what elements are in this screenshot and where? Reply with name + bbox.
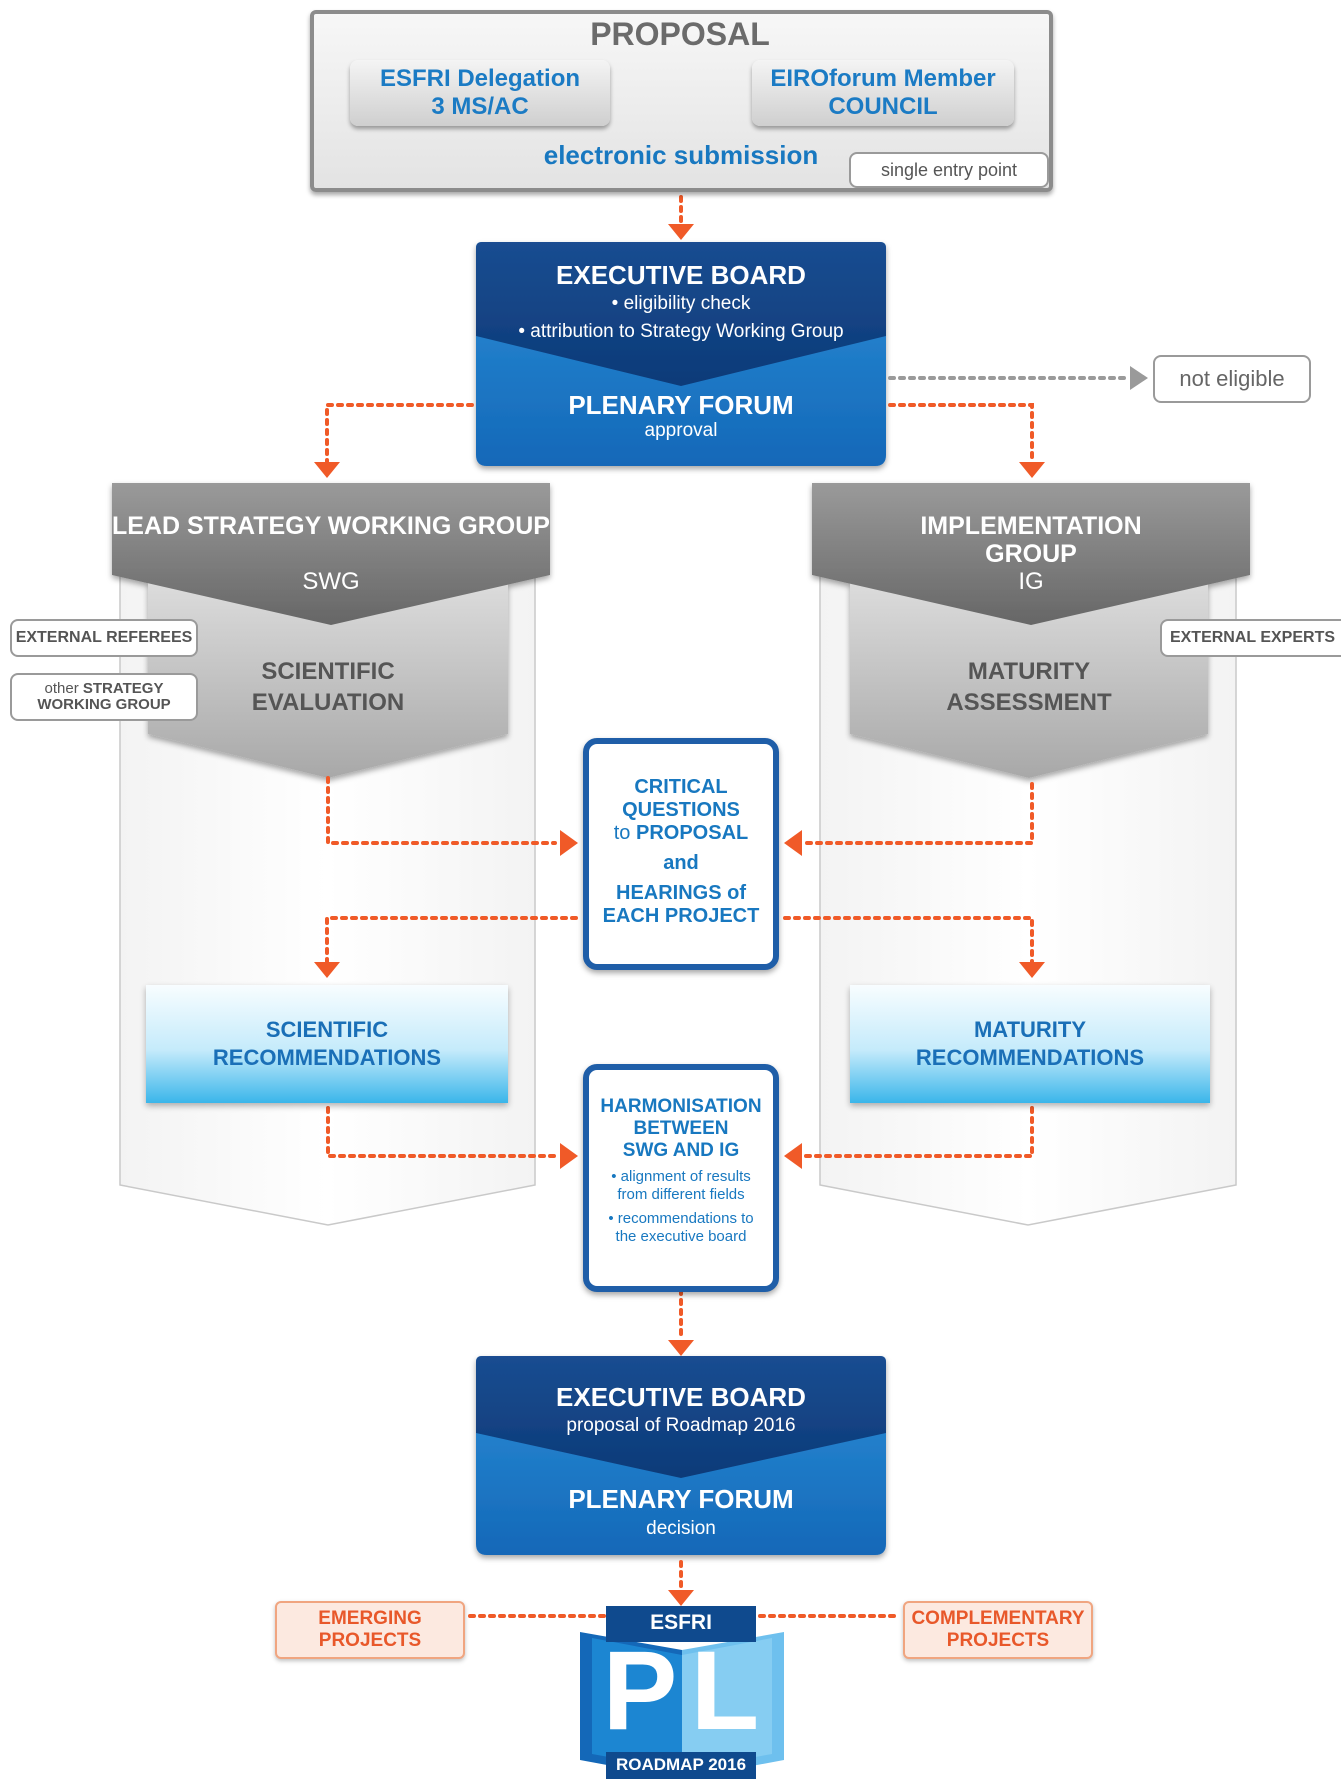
critical-line5: EACH PROJECT bbox=[602, 905, 760, 927]
executive-board-1-shape bbox=[476, 242, 886, 466]
other-swg-line1: other STRATEGY bbox=[45, 681, 164, 697]
critical-line3: to PROPOSAL bbox=[589, 822, 773, 845]
other-swg-bold1: STRATEGY bbox=[82, 680, 164, 697]
emerging-projects-box: EMERGING PROJECTS bbox=[275, 1601, 465, 1659]
eiroforum-council-box: EIROforum Member COUNCIL bbox=[752, 60, 1014, 126]
scientific-recommendations-box: SCIENTIFIC RECOMMENDATIONS bbox=[146, 985, 508, 1103]
roadmap-logo-l: L bbox=[690, 1628, 760, 1753]
plenary-forum-1-title: PLENARY FORUM bbox=[568, 390, 794, 420]
critical-line2: QUESTIONS bbox=[622, 799, 740, 821]
scientific-evaluation-label: SCIENTIFIC EVALUATION bbox=[251, 658, 405, 716]
executive-board-1-title: EXECUTIVE BOARD bbox=[556, 260, 806, 290]
critical-line4: HEARINGS of bbox=[616, 882, 746, 904]
not-eligible-tag: not eligible bbox=[1153, 355, 1311, 403]
roadmap-logo-bottom-label: ROADMAP 2016 bbox=[615, 1755, 747, 1774]
critical-and: and bbox=[663, 852, 699, 874]
single-entry-point-tag: single entry point bbox=[849, 152, 1049, 188]
critical-questions-box: CRITICAL QUESTIONS to PROPOSAL and HEARI… bbox=[583, 738, 779, 970]
ig-chevron-shapes bbox=[812, 483, 1250, 778]
harmonisation-box: HARMONISATION BETWEEN SWG AND IG • align… bbox=[583, 1064, 779, 1292]
not-eligible-connector bbox=[888, 366, 1148, 390]
critical-line1: CRITICAL bbox=[634, 776, 728, 798]
harmonisation-bullet1: • alignment of results from different fi… bbox=[611, 1168, 751, 1203]
external-experts-tag: EXTERNAL EXPERTS bbox=[1160, 619, 1341, 657]
roadmap-logo-p: P bbox=[602, 1628, 678, 1753]
swg-sub: SWG bbox=[302, 568, 360, 595]
ig-title: IMPLEMENTATION GROUP bbox=[920, 512, 1142, 568]
executive-board-2-title: EXECUTIVE BOARD bbox=[556, 1382, 806, 1412]
plenary-forum-1-sub: approval bbox=[644, 420, 718, 441]
other-swg-prefix: other bbox=[44, 680, 83, 697]
executive-board-2-shape bbox=[476, 1356, 886, 1555]
maturity-recommendations-box: MATURITY RECOMMENDATIONS bbox=[850, 985, 1210, 1103]
proposal-title: PROPOSAL bbox=[590, 16, 770, 52]
complementary-projects-box: COMPLEMENTARY PROJECTS bbox=[903, 1601, 1093, 1659]
roadmap-logo-shape bbox=[580, 1606, 784, 1779]
external-referees-tag: EXTERNAL REFEREES bbox=[10, 619, 198, 657]
plenary-forum-2-sub: decision bbox=[646, 1518, 716, 1539]
ig-sub: IG bbox=[1018, 568, 1044, 595]
executive-board-1-line2: • attribution to Strategy Working Group bbox=[518, 321, 844, 342]
electronic-submission-label: electronic submission bbox=[543, 140, 819, 170]
orange-connectors bbox=[325, 58, 1034, 1618]
esfri-delegation-box: ESFRI Delegation 3 MS/AC bbox=[350, 60, 610, 126]
other-swg-tag: other STRATEGY WORKING GROUP bbox=[10, 673, 198, 721]
plenary-forum-2-title: PLENARY FORUM bbox=[568, 1484, 794, 1514]
harmonisation-title: HARMONISATION BETWEEN SWG AND IG bbox=[600, 1096, 762, 1161]
critical-line3-to: to bbox=[613, 822, 636, 844]
critical-line3-proposal: PROPOSAL bbox=[636, 822, 749, 844]
swg-title: LEAD STRATEGY WORKING GROUP bbox=[112, 512, 550, 540]
executive-board-2-sub: proposal of Roadmap 2016 bbox=[566, 1415, 796, 1436]
executive-board-1-line1: • eligibility check bbox=[611, 293, 751, 314]
roadmap-logo-top-label: ESFRI bbox=[650, 1611, 712, 1634]
other-swg-bold2: WORKING GROUP bbox=[37, 696, 171, 713]
swg-chevron-shapes bbox=[112, 483, 550, 778]
harmonisation-bullet2: • recommendations to the executive board bbox=[608, 1210, 754, 1245]
maturity-assessment-label: MATURITY ASSESSMENT bbox=[946, 658, 1112, 716]
